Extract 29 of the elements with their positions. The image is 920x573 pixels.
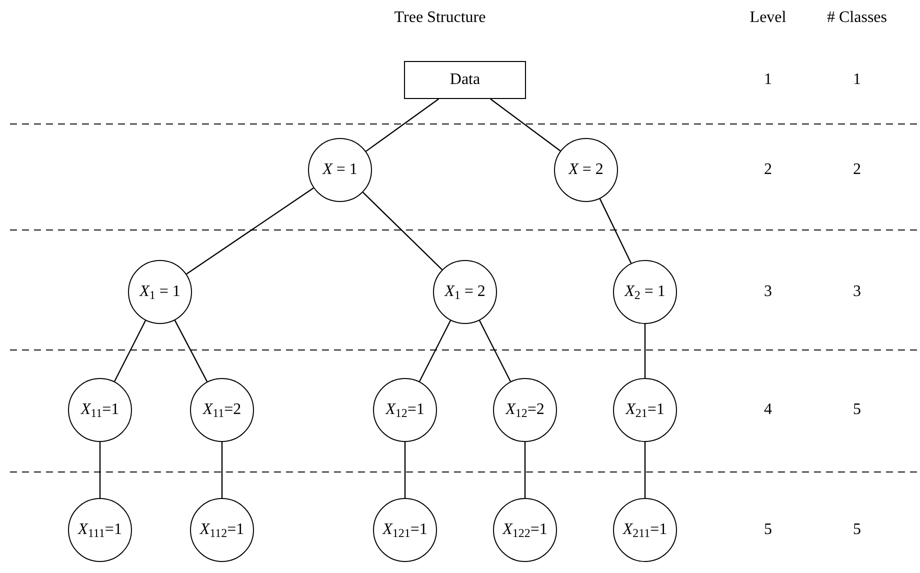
title: Tree Structure [394, 8, 486, 28]
column-header: # Classes [827, 8, 887, 28]
table-value: 3 [764, 282, 772, 302]
connector-line [599, 198, 632, 264]
connector-line [174, 320, 208, 382]
connector-line [99, 442, 101, 498]
connector-line [490, 98, 561, 152]
table-value: 2 [764, 160, 772, 180]
root-box: Data [404, 61, 526, 99]
table-value: 5 [853, 400, 861, 420]
column-header: Level [750, 8, 786, 28]
connector-line [221, 442, 223, 498]
table-value: 1 [853, 70, 861, 90]
connector-line [644, 442, 646, 498]
connector-line [418, 320, 452, 382]
connector-line [478, 320, 512, 382]
connector-line [366, 98, 439, 152]
table-value: 3 [853, 282, 861, 302]
connector-line [114, 320, 146, 382]
connector-line [644, 324, 646, 378]
connector-line [404, 442, 406, 498]
table-value: 5 [853, 520, 861, 540]
table-value: 4 [764, 400, 772, 420]
table-value: 5 [764, 520, 772, 540]
connector-line [524, 442, 526, 498]
connector-line [186, 187, 314, 275]
table-value: 1 [764, 70, 772, 90]
table-value: 2 [853, 160, 861, 180]
connector-line [362, 192, 443, 270]
